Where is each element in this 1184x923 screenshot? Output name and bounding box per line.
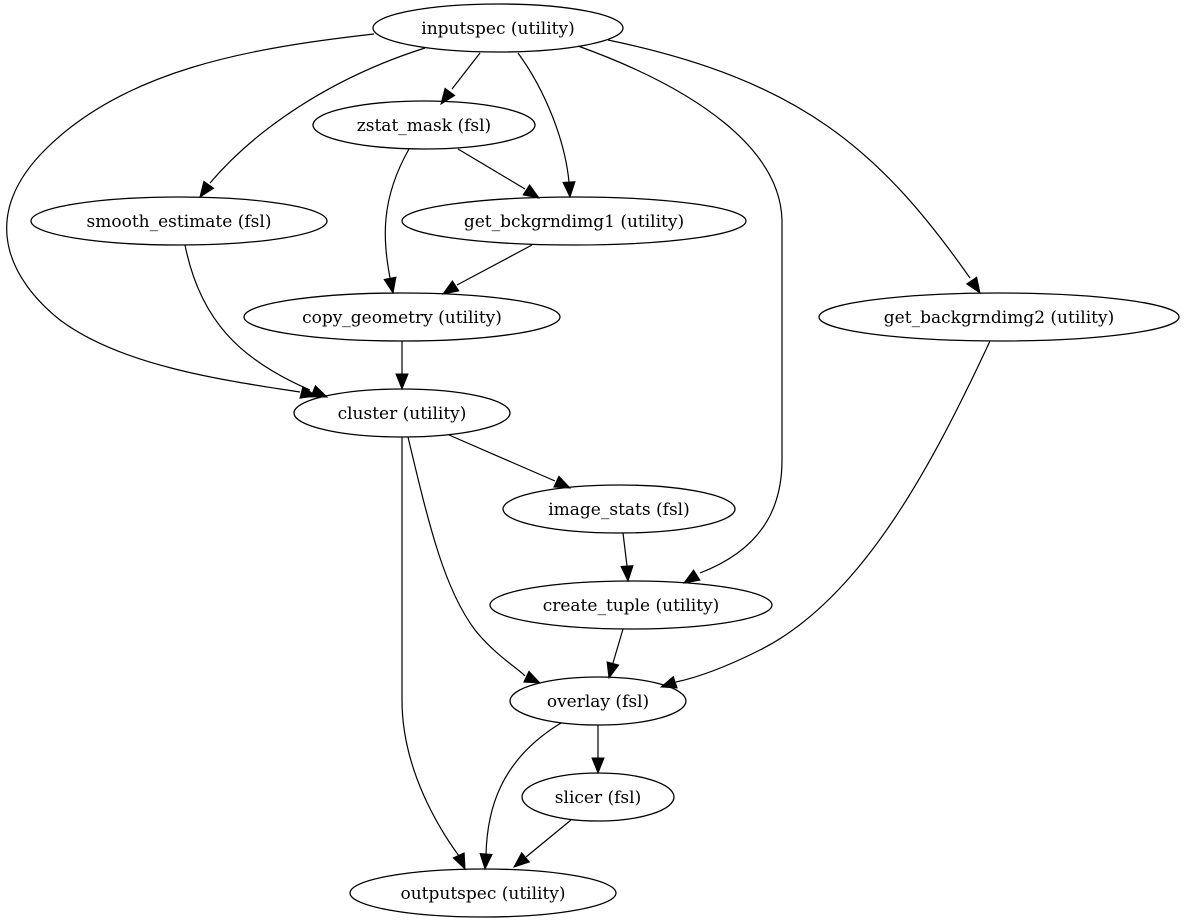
node-label: zstat_mask (fsl): [357, 116, 491, 136]
arrowhead-icon: [512, 851, 531, 868]
node-label: create_tuple (utility): [543, 596, 720, 616]
edge-line: [451, 52, 481, 90]
edge-line: [448, 434, 556, 482]
edge-image-stats-to-create-tuple: [620, 532, 634, 583]
edge-get-bckgrndimg1-to-copy-geometry: [441, 244, 533, 295]
node-shape: [372, 3, 624, 53]
nodes-layer: inputspec (utility) zstat_mask (fsl) smoot…: [30, 3, 1180, 918]
edge-line: [622, 532, 628, 567]
edge-copy-geometry-to-cluster: [395, 341, 409, 391]
arrowhead-icon: [965, 276, 981, 295]
edge-cluster-to-outputspec: [401, 437, 466, 871]
node-get-backgrndimg2[interactable]: get_backgrndimg2 (utility): [818, 292, 1180, 342]
edges-layer: [6, 33, 991, 871]
node-image-stats[interactable]: image_stats (fsl): [502, 484, 736, 534]
edge-line: [407, 436, 526, 677]
node-label: copy_geometry (utility): [302, 308, 502, 328]
node-label: slicer (fsl): [555, 788, 641, 808]
node-shape: [818, 292, 1180, 342]
arrowhead-icon: [591, 757, 605, 775]
arrowhead-icon: [620, 565, 634, 583]
edge-inputspec-to-zstat-mask: [440, 52, 481, 106]
arrowhead-icon: [562, 181, 576, 199]
edge-overlay-to-slicer: [591, 725, 605, 775]
edge-line: [675, 340, 991, 683]
edge-line: [184, 244, 311, 391]
edge-line: [525, 819, 572, 858]
edge-line: [607, 39, 971, 279]
edge-create-tuple-to-overlay: [606, 628, 624, 680]
node-shape: [489, 580, 773, 630]
edge-line: [485, 722, 562, 856]
edge-line: [6, 33, 375, 393]
arrowhead-icon: [682, 569, 701, 584]
arrowhead-icon: [441, 279, 460, 295]
node-label: cluster (utility): [338, 404, 467, 424]
edge-cluster-to-image-stats: [448, 434, 572, 489]
node-label: inputspec (utility): [421, 19, 574, 39]
node-shape: [401, 196, 747, 246]
node-shape: [30, 196, 328, 246]
node-shape: [243, 292, 561, 342]
edge-inputspec-to-create-tuple: [577, 45, 783, 584]
node-shape: [293, 388, 511, 438]
node-label: outputspec (utility): [400, 884, 565, 904]
arrowhead-icon: [452, 852, 466, 871]
edge-line: [384, 148, 410, 279]
arrowhead-icon: [199, 180, 215, 199]
arrowhead-icon: [523, 670, 542, 684]
arrowhead-icon: [310, 384, 329, 398]
node-shape: [509, 676, 687, 726]
node-slicer[interactable]: slicer (fsl): [521, 772, 675, 822]
edge-line: [401, 437, 460, 857]
edge-inputspec-to-get-bckgrndimg1: [517, 52, 576, 199]
edge-line: [577, 45, 783, 574]
arrowhead-icon: [479, 853, 493, 871]
node-overlay[interactable]: overlay (fsl): [509, 676, 687, 726]
node-label: get_backgrndimg2 (utility): [884, 308, 1114, 328]
node-label: overlay (fsl): [547, 692, 649, 712]
node-shape: [312, 100, 536, 150]
arrowhead-icon: [522, 183, 541, 199]
edge-zstat-mask-to-copy-geometry: [383, 148, 410, 295]
node-outputspec[interactable]: outputspec (utility): [349, 868, 617, 918]
edge-inputspec-to-smooth-estimate: [199, 47, 426, 199]
node-smooth-estimate[interactable]: smooth_estimate (fsl): [30, 196, 328, 246]
edge-get-backgrndimg2-to-overlay: [659, 340, 991, 689]
arrowhead-icon: [395, 373, 409, 391]
edge-cluster-to-overlay: [407, 436, 542, 684]
edge-line: [456, 244, 533, 286]
edge-line: [457, 148, 526, 190]
edge-overlay-to-outputspec: [479, 722, 562, 871]
edge-line: [517, 52, 570, 183]
node-inputspec[interactable]: inputspec (utility): [372, 3, 624, 53]
node-copy-geometry[interactable]: copy_geometry (utility): [243, 292, 561, 342]
node-cluster[interactable]: cluster (utility): [293, 388, 511, 438]
edge-inputspec-to-get-backgrndimg2: [607, 39, 981, 295]
node-zstat-mask[interactable]: zstat_mask (fsl): [312, 100, 536, 150]
arrowhead-icon: [606, 661, 620, 680]
edge-zstat-mask-to-get-bckgrndimg1: [457, 148, 541, 199]
node-label: get_bckgrndimg1 (utility): [464, 212, 684, 232]
node-get-bckgrndimg1[interactable]: get_bckgrndimg1 (utility): [401, 196, 747, 246]
edge-line: [209, 47, 426, 184]
arrowhead-icon: [440, 87, 456, 106]
node-shape: [502, 484, 736, 534]
node-shape: [521, 772, 675, 822]
arrowhead-icon: [383, 276, 397, 295]
edge-line: [612, 628, 624, 664]
node-label: smooth_estimate (fsl): [87, 212, 272, 232]
node-create-tuple[interactable]: create_tuple (utility): [489, 580, 773, 630]
arrowhead-icon: [553, 475, 572, 489]
edge-smooth-estimate-to-cluster: [184, 244, 329, 398]
edge-slicer-to-outputspec: [512, 819, 572, 868]
node-label: image_stats (fsl): [548, 500, 690, 520]
node-shape: [349, 868, 617, 918]
